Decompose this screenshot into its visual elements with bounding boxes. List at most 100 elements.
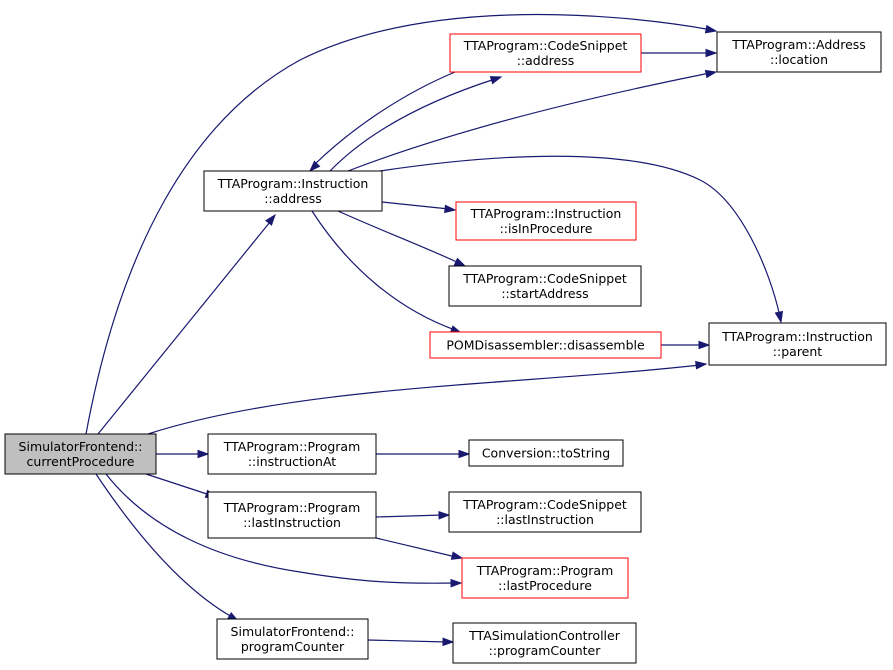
edge-root-to-instr_parent	[147, 360, 708, 435]
node-label-line1: TTAProgram::Program	[223, 500, 361, 515]
node-cs-start[interactable]: TTAProgram::CodeSnippet::startAddress	[448, 265, 642, 307]
node-box	[468, 439, 624, 467]
node-box	[429, 331, 662, 359]
node-label-line1: TTAProgram::CodeSnippet	[462, 271, 627, 286]
node-cs-lastinstr[interactable]: TTAProgram::CodeSnippet::lastInstruction	[448, 491, 642, 533]
edge-line	[375, 537, 457, 558]
edge-line	[145, 473, 211, 496]
node-addr-location[interactable]: TTAProgram::Address::location	[716, 31, 882, 73]
edge-line	[85, 13, 713, 435]
edge-prog_lastinstr-to-cs_lastinstr	[375, 510, 451, 520]
arrowhead-icon	[450, 551, 464, 560]
node-box	[216, 618, 369, 660]
node-label-line2: ::address	[264, 191, 322, 206]
edge-line	[381, 201, 450, 210]
arrowhead-icon	[197, 449, 210, 459]
node-label-line2: ::location	[770, 52, 828, 67]
node-box	[4, 433, 157, 475]
arrowhead-icon	[444, 204, 457, 214]
arrowhead-icon	[705, 48, 718, 58]
arrowhead-icon	[489, 76, 503, 85]
edge-line	[95, 473, 233, 618]
node-label-line1: TTASimulationController	[468, 628, 621, 643]
edge-prog_lastinstr-to-prog_lastproc	[375, 537, 464, 560]
edge-instr_address-to-pom_disasm	[311, 210, 463, 334]
node-label-line1: TTAProgram::Instruction	[721, 329, 873, 344]
edge-root-to-addr_location	[85, 13, 718, 435]
edge-pom_disasm-to-instr_parent	[661, 340, 711, 350]
edge-instr_address-to-cs_start	[337, 210, 467, 267]
edge-root-to-instr_address	[97, 213, 276, 435]
node-sf-pc[interactable]: SimulatorFrontend::programCounter	[216, 618, 369, 660]
node-pom-disasm[interactable]: POMDisassembler::disassemble	[429, 331, 662, 359]
node-box	[448, 491, 642, 533]
node-box	[461, 557, 629, 599]
edge-instr_address-to-instr_isinproc	[381, 201, 457, 214]
arrowhead-icon	[695, 360, 708, 370]
edge-line	[147, 364, 701, 435]
node-prog-lastinstr[interactable]: TTAProgram::Program::lastInstruction	[207, 491, 377, 539]
node-tsc-pc[interactable]: TTASimulationController::programCounter	[452, 622, 637, 664]
nodes-layer: SimulatorFrontend::currentProcedureTTAPr…	[4, 31, 887, 664]
edge-cs_address-to-addr_location	[641, 48, 718, 58]
edge-line	[379, 155, 781, 318]
node-label-line1: POMDisassembler::disassemble	[446, 338, 645, 353]
edge-line	[311, 210, 456, 331]
node-label-line1: Conversion::toString	[482, 446, 610, 461]
node-label-line1: TTAProgram::CodeSnippet	[462, 497, 627, 512]
edge-instr_address-to-cs_address	[329, 76, 503, 172]
node-label-line2: ::instructionAt	[248, 454, 336, 469]
node-box	[452, 622, 637, 664]
node-label-line1: TTAProgram::Instruction	[470, 206, 622, 221]
node-label-line1: TTAProgram::Program	[476, 563, 614, 578]
edge-prog_instrat-to-conv_tostring	[376, 449, 471, 459]
node-prog-instrat[interactable]: TTAProgram::Program::instructionAt	[207, 433, 377, 475]
node-root[interactable]: SimulatorFrontend::currentProcedure	[4, 433, 157, 475]
node-label-line1: TTAProgram::Address	[731, 37, 866, 52]
node-label-line2: ::isInProcedure	[500, 221, 593, 236]
arrowhead-icon	[265, 213, 276, 226]
arrowhead-icon	[450, 578, 463, 588]
edge-line	[97, 221, 271, 435]
edge-line	[313, 71, 456, 166]
node-instr-parent[interactable]: TTAProgram::Instruction::parent	[708, 322, 887, 366]
node-label-line2: ::lastProcedure	[498, 578, 592, 593]
node-prog-lastproc[interactable]: TTAProgram::Program::lastProcedure	[461, 557, 629, 599]
edge-root-to-prog_lastinstr	[145, 473, 218, 498]
node-label-line2: ::address	[517, 53, 575, 68]
node-box	[203, 170, 383, 212]
edge-root-to-prog_lastproc	[105, 473, 463, 588]
arrowhead-icon	[704, 24, 718, 34]
edge-instr_address-to-addr_location	[347, 69, 718, 172]
arrowhead-icon	[308, 160, 321, 173]
node-box	[449, 33, 642, 73]
node-label-line2: ::parent	[773, 344, 822, 359]
node-cs-address[interactable]: TTAProgram::CodeSnippet::address	[449, 33, 642, 73]
node-instr-isinproc[interactable]: TTAProgram::Instruction::isInProcedure	[455, 201, 637, 241]
node-label-line2: ::lastInstruction	[496, 512, 594, 527]
node-conv-tostring[interactable]: Conversion::toString	[468, 439, 624, 467]
edge-line	[375, 514, 444, 518]
edge-root-to-prog_instrat	[156, 449, 210, 459]
node-label-line1: TTAProgram::Instruction	[217, 176, 369, 191]
edge-line	[367, 639, 448, 643]
node-instr-address[interactable]: TTAProgram::Instruction::address	[203, 170, 383, 212]
edge-line	[347, 72, 711, 172]
node-label-line1: SimulatorFrontend::	[19, 439, 143, 454]
node-box	[448, 265, 642, 307]
edge-line	[337, 210, 460, 264]
arrowhead-icon	[774, 310, 784, 324]
edge-cs_address-to-instr_address	[308, 71, 456, 173]
edges-layer	[85, 13, 784, 647]
node-box	[207, 433, 377, 475]
node-label-line2: ::startAddress	[501, 286, 588, 301]
node-label-line1: TTAProgram::Program	[223, 439, 361, 454]
node-label-line1: TTAProgram::CodeSnippet	[463, 38, 628, 53]
edge-line	[105, 473, 456, 584]
arrowhead-icon	[442, 637, 455, 647]
node-box	[455, 201, 637, 241]
node-label-line1: SimulatorFrontend::	[231, 624, 355, 639]
node-box	[207, 491, 377, 539]
node-label-line2: programCounter	[241, 639, 345, 654]
